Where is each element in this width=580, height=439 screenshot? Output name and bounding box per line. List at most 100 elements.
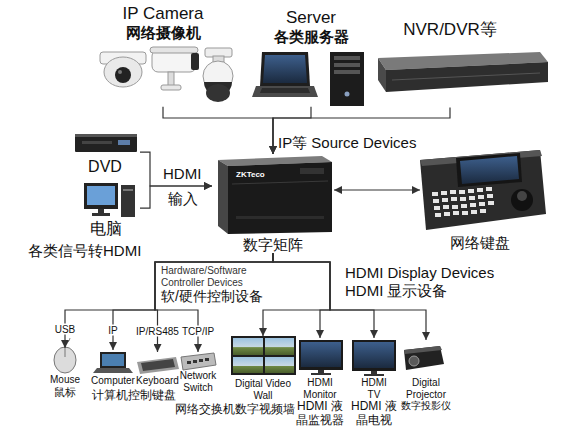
dome-camera-part [115, 67, 131, 83]
monitor-icon-part [301, 342, 341, 367]
laptop-server [252, 52, 318, 97]
icon-space [88, 350, 138, 375]
tv-icon [352, 340, 396, 376]
icon-space [420, 138, 540, 234]
network-keyboard-part [460, 156, 519, 184]
tower-server-part [330, 52, 364, 106]
laptop-server-part [260, 88, 310, 93]
nvr-recorder-part [378, 58, 386, 92]
network-switch-icon-part [199, 359, 203, 362]
digital-matrix-device-part [218, 160, 228, 234]
icon-space [398, 340, 454, 377]
icon-space [176, 352, 220, 370]
dvd-player-part [118, 140, 130, 145]
laptop-icon [93, 352, 133, 373]
annotation-label: HDMI 显示设备 [345, 282, 448, 299]
device-label: HDMI Monitor [294, 377, 346, 400]
projector-icon-part [404, 346, 444, 370]
network-keyboard-part-part [434, 206, 440, 210]
bullet-camera [150, 47, 199, 90]
connector-line [155, 253, 273, 352]
network-keyboard-part-part [461, 204, 467, 208]
network-keyboard-part-part [444, 212, 450, 216]
laptop-server-part [252, 86, 318, 97]
connector-line [273, 253, 330, 338]
network-keyboard-part-part [479, 202, 485, 206]
annotation-label: HDMI [163, 165, 201, 182]
network-keyboard-part-part [452, 205, 458, 209]
network-keyboard-part-part [486, 187, 492, 191]
device-node: Mouse鼠标 [42, 348, 88, 398]
desktop-computer-part [121, 185, 135, 217]
network-keyboard-part-part [433, 199, 439, 203]
network-switch-icon-part [193, 360, 197, 363]
device-label: 网络键盘 [420, 234, 540, 251]
digital-matrix-device-part [236, 216, 324, 219]
tower-server-part [334, 56, 360, 60]
connector-line [140, 186, 212, 208]
device-label: 数字矩阵 [212, 236, 334, 253]
dvd-player-part [75, 134, 137, 152]
device-node: NVR/DVR等 [375, 20, 525, 108]
device-sublabel: 数字投影仪 [398, 400, 454, 412]
port-label: IP/RS485 [135, 326, 180, 337]
nvr-recorder-part [386, 62, 548, 92]
device-node: Keyboard [133, 352, 182, 387]
dvd-player [75, 134, 137, 152]
device-sublabel: 鼠标 [42, 386, 88, 399]
video-wall-icon-part [233, 338, 263, 355]
icon-space [230, 336, 296, 378]
video-wall-icon-part [265, 338, 294, 355]
icon-space [212, 154, 334, 236]
network-keyboard-part-part [443, 205, 449, 209]
dvd-player-part [82, 141, 112, 144]
network-keyboard-part-part [442, 198, 448, 202]
network-keyboard-part-part [471, 210, 477, 214]
icon-space [250, 45, 372, 107]
tv-icon-part [352, 340, 396, 371]
dome-camera [100, 52, 146, 87]
device-label: Keyboard [133, 375, 182, 387]
network-keyboard-part [511, 189, 533, 211]
dvd-player-part [75, 134, 137, 137]
nvr-recorder-part [392, 73, 540, 80]
bullet-camera-part [191, 53, 199, 70]
nvr-recorder [378, 52, 548, 92]
network-keyboard-part-part [470, 203, 476, 207]
tv-icon-part [364, 374, 384, 376]
network-keyboard-part-part [441, 191, 447, 195]
network-keyboard-part-part [450, 190, 456, 194]
network-switch-icon-part [181, 353, 216, 370]
device-node: Digital Video Wall [230, 336, 296, 401]
dome-camera-part [104, 57, 142, 87]
icon-space [375, 40, 525, 108]
network-keyboard-part-part [468, 189, 474, 193]
digital-matrix-device [218, 156, 332, 234]
network-keyboard-part-part [469, 196, 475, 200]
projector-icon-part [409, 356, 419, 366]
laptop-server-part [263, 55, 307, 83]
connector-line [155, 253, 273, 352]
device-node: 数字矩阵 [212, 154, 334, 253]
device-node: Computer [88, 350, 138, 387]
ptz-camera [203, 48, 233, 102]
device-sublabel: 各类服务器 [250, 28, 372, 45]
network-keyboard-part-part [459, 190, 465, 194]
device-node: IP Camera网络摄像机 [88, 4, 238, 107]
annotation-label: 各类信号转HDMI [28, 242, 141, 259]
mouse-icon-part [54, 347, 76, 373]
keyboard-icon-part [137, 357, 179, 374]
keyboard-icon [137, 357, 179, 374]
device-label: HDMI TV [354, 377, 394, 400]
network-keyboard-part-part [462, 211, 468, 215]
connector-line [140, 152, 212, 186]
annotation-label: Hardware/Software Controller Devices [161, 265, 265, 288]
network-keyboard-part [517, 191, 527, 201]
digital-matrix-device-part [232, 181, 328, 184]
connector-line [273, 108, 450, 155]
device-label: 电脑 [72, 220, 140, 238]
dome-camera-part [118, 70, 122, 74]
device-label: Digital Video Wall [231, 378, 295, 401]
port-label: USB [54, 324, 77, 335]
